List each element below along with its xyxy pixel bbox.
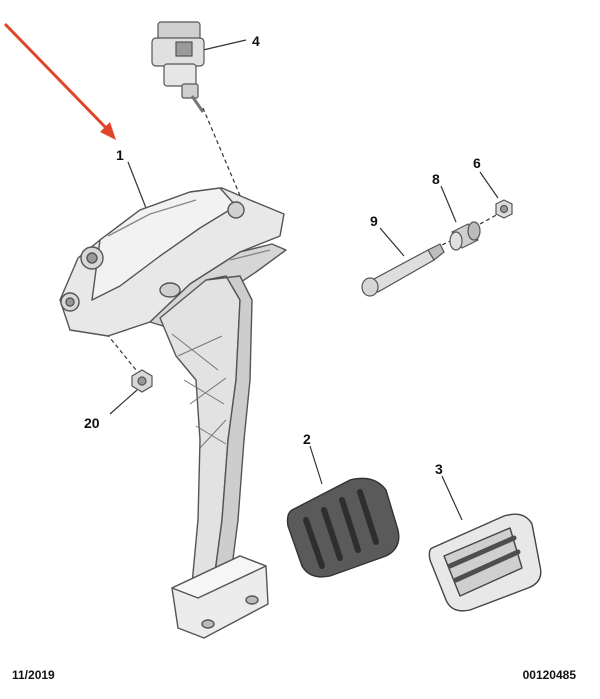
pedal-foot-plate — [171, 555, 269, 639]
callout-20: 20 — [84, 415, 100, 431]
callout-6: 6 — [473, 155, 481, 171]
leader-lines — [109, 39, 499, 521]
callout-4: 4 — [252, 33, 260, 49]
pointer-arrow — [3, 22, 116, 140]
clip-nut-part-6 — [495, 199, 513, 219]
callout-3: 3 — [435, 461, 443, 477]
footer-reference-number: 00120485 — [522, 668, 576, 682]
callout-8: 8 — [432, 171, 440, 187]
pedal-arm — [159, 275, 253, 585]
aluminium-pedal-pad-part-3 — [428, 513, 542, 612]
callout-1: 1 — [116, 147, 124, 163]
bushing-part-8 — [449, 221, 481, 251]
footer-date: 11/2019 — [12, 668, 55, 682]
switch-sensor-part-4 — [151, 21, 205, 113]
callout-9: 9 — [370, 213, 378, 229]
rubber-pedal-pad-part-2 — [286, 477, 400, 578]
callout-2: 2 — [303, 431, 311, 447]
nut-part-20 — [131, 369, 153, 393]
pin-part-9 — [361, 243, 445, 297]
